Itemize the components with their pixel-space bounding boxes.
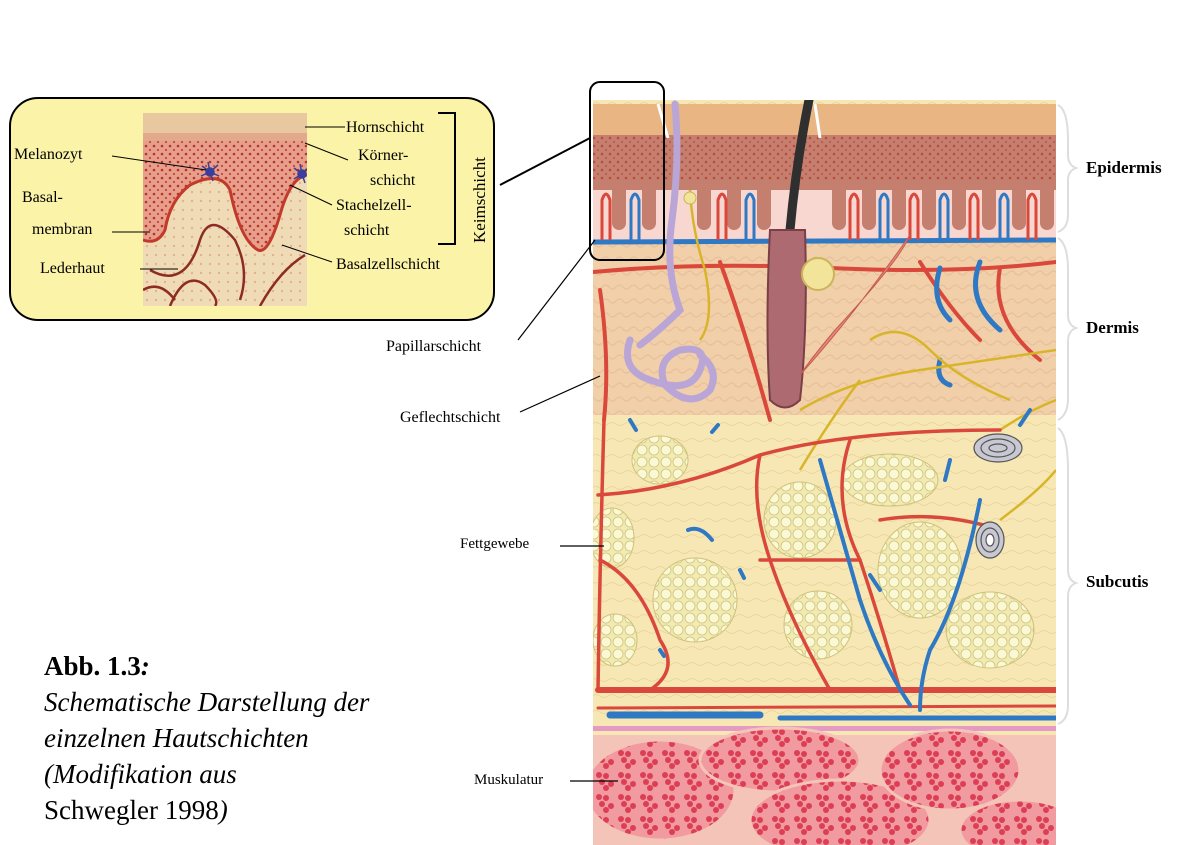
layer-dermis: Dermis bbox=[1086, 318, 1139, 338]
label-stachelzell-1: Stachelzell- bbox=[336, 196, 412, 215]
caption-source: Schwegler 1998 bbox=[44, 795, 219, 825]
caption-colon: : bbox=[141, 651, 150, 681]
caption-title: Abb. 1.3 bbox=[44, 651, 141, 681]
caption-line-2: einzelnen Hautschichten bbox=[44, 720, 464, 756]
label-koerner-1: Körner- bbox=[358, 146, 408, 165]
label-melanozyt: Melanozyt bbox=[14, 145, 82, 164]
label-papillarschicht: Papillarschicht bbox=[386, 337, 481, 356]
label-geflechtschicht: Geflechtschicht bbox=[400, 408, 500, 427]
skin-cross-section bbox=[585, 12, 1080, 845]
label-basal-2: membran bbox=[32, 220, 92, 239]
caption-close: ) bbox=[219, 795, 228, 825]
zoom-connector bbox=[500, 138, 590, 185]
label-stachelzell-2: schicht bbox=[344, 221, 389, 240]
label-muskulatur: Muskulatur bbox=[474, 771, 543, 790]
label-basalzellschicht: Basalzellschicht bbox=[336, 255, 440, 274]
label-lederhaut: Lederhaut bbox=[40, 259, 105, 278]
label-koerner-2: schicht bbox=[370, 171, 415, 190]
label-fettgewebe: Fettgewebe bbox=[460, 535, 529, 554]
label-hornschicht: Hornschicht bbox=[346, 118, 424, 137]
label-basal-1: Basal- bbox=[22, 188, 63, 207]
inset-epidermis-closeup bbox=[143, 113, 309, 306]
layer-epidermis: Epidermis bbox=[1086, 158, 1162, 178]
label-keimschicht: Keimschicht bbox=[470, 157, 490, 243]
caption-line-1: Schematische Darstellung der bbox=[44, 684, 464, 720]
sebaceous-gland bbox=[802, 258, 834, 290]
caption-line-3: (Modifikation aus bbox=[44, 756, 464, 792]
hair-follicle bbox=[768, 230, 806, 408]
figure-caption: Abb. 1.3: Schematische Darstellung der e… bbox=[44, 648, 464, 828]
layer-subcutis: Subcutis bbox=[1086, 572, 1148, 592]
